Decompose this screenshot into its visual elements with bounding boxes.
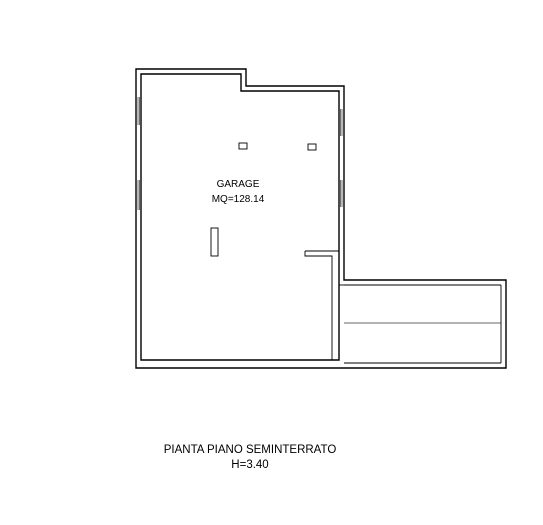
pillar-left (238, 142, 248, 150)
room-area: MQ=128.14 (212, 194, 265, 205)
room-name: GARAGE (217, 179, 260, 190)
window-right-lower (340, 180, 343, 207)
ceiling-height: H=3.40 (231, 459, 268, 471)
window-left-lower (137, 180, 140, 210)
drawing-title: PIANTA PIANO SEMINTERRATO (164, 444, 337, 456)
wall-stub (304, 250, 339, 360)
window-left-upper (137, 97, 140, 125)
pillar-right (307, 143, 317, 151)
inner-wall (140, 73, 340, 361)
ramp-area (339, 284, 502, 364)
column-fixture (210, 227, 219, 257)
outer-wall (135, 68, 507, 369)
window-right-upper (340, 109, 343, 136)
